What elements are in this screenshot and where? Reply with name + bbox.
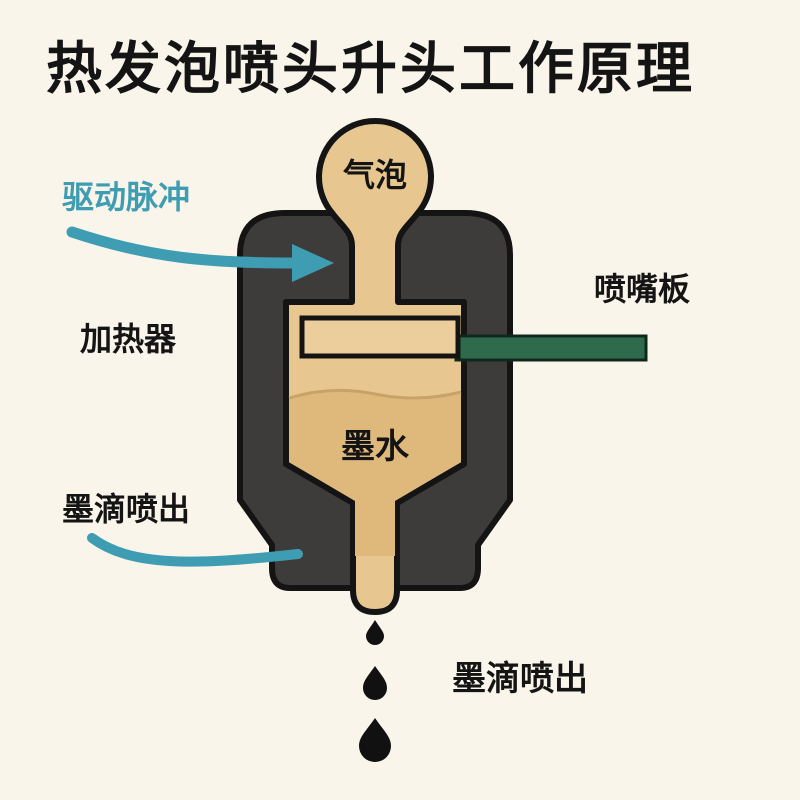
drive-pulse-label: 驱动脉冲	[62, 178, 190, 216]
ink-ejection-bottom-label: 墨滴喷出	[452, 659, 588, 699]
drive-pulse-arrowhead-icon	[292, 244, 334, 282]
ink-surface-wave	[288, 388, 462, 400]
nozzle-plate-label: 喷嘴板	[594, 270, 690, 308]
nozzle-plate-bar	[454, 334, 648, 362]
heater-rect	[299, 315, 461, 359]
ink-label: 墨水	[341, 427, 410, 467]
bubble-label: 气泡	[343, 156, 407, 194]
drive-pulse-arrow-shaft	[66, 226, 298, 269]
ink-ejection-swoosh	[87, 533, 303, 567]
ink-ejection-left-label: 墨滴喷出	[62, 490, 190, 528]
droplet-icon	[359, 718, 391, 762]
ink-bubble-chamber-shape	[283, 117, 467, 615]
droplet-icon	[366, 620, 384, 645]
ink-level-region	[289, 390, 461, 556]
heater-label: 加热器	[80, 320, 177, 358]
droplet-icon	[363, 666, 387, 700]
page-title: 热发泡喷头升头工作原理	[46, 37, 695, 102]
